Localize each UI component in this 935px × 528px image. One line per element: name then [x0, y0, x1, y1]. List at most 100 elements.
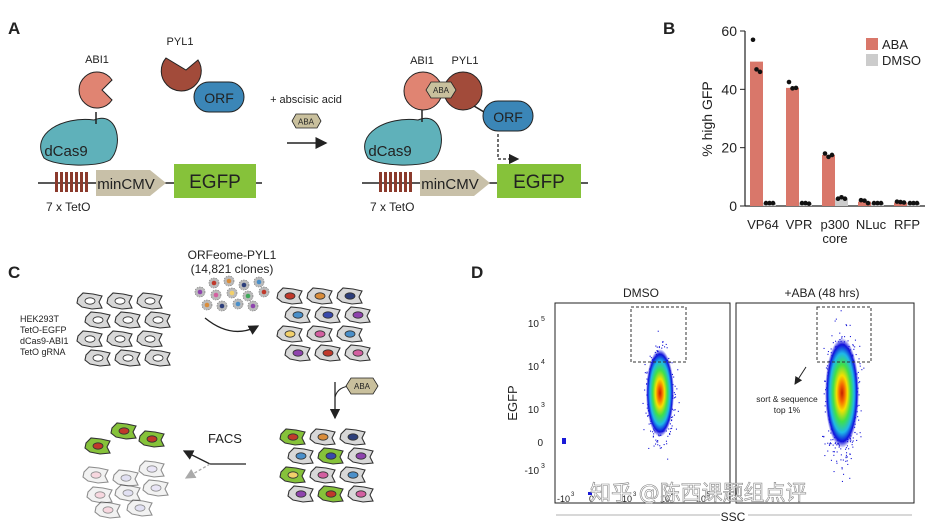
- flow-event: [841, 467, 843, 469]
- treatment-label: + abscisic acid: [270, 94, 342, 106]
- flow-event: [827, 450, 829, 452]
- flow-event: [669, 433, 671, 435]
- orf-label: ORF: [204, 90, 234, 106]
- flow-event: [834, 447, 836, 449]
- xtick-1e4: 10: [660, 494, 670, 504]
- cell-nucleus: [314, 330, 326, 338]
- construct-before: minCMV EGFP 7 x TetO dCas9 ABI1 PYL1 ORF: [38, 36, 262, 214]
- flow-event: [841, 468, 843, 470]
- panel-d-letter: D: [471, 263, 483, 282]
- bar-dmso: [835, 198, 848, 206]
- flow-event: [655, 443, 657, 445]
- flow-event: [839, 332, 841, 334]
- flow-event: [650, 430, 652, 432]
- cell-nucleus: [150, 484, 162, 492]
- cell: [306, 287, 333, 305]
- abi1-protein: [78, 71, 113, 109]
- legend-swatch: [866, 38, 878, 50]
- flow-event: [669, 423, 671, 425]
- cell: [144, 311, 171, 329]
- flow-event: [657, 441, 659, 443]
- cell: [336, 325, 363, 343]
- ytick-1e5-exp: 5: [541, 316, 545, 323]
- x-tick-label: core: [822, 231, 847, 246]
- dcas9-label-after: dCas9: [368, 143, 411, 160]
- cell-nucleus: [152, 354, 164, 362]
- flow-event: [677, 410, 679, 412]
- flow-event: [822, 435, 824, 437]
- flow-event: [832, 451, 834, 453]
- flow-event: [652, 431, 654, 433]
- cell-nucleus: [287, 471, 299, 479]
- flow-event: [845, 460, 847, 462]
- flow-event: [857, 371, 859, 373]
- flow-event: [854, 432, 856, 434]
- replicate-point: [750, 37, 756, 43]
- flow-event: [832, 439, 834, 441]
- flow-event: [860, 436, 862, 438]
- panel-d: D DMSO +ABA (48 hrs) sort & sequence top…: [471, 263, 915, 524]
- flow-event: [647, 415, 649, 417]
- x-tick-label: NLuc: [856, 217, 887, 232]
- flow-event: [833, 471, 835, 473]
- flow-event: [672, 416, 674, 418]
- xtick-neg1e3: -10: [557, 494, 570, 504]
- ssc-axis-label: SSC: [721, 510, 746, 524]
- flow-y-ticks: 10 5 10 4 10 3 0 -10 3: [525, 316, 545, 477]
- flow-event: [846, 325, 848, 327]
- flow-event: [650, 357, 652, 359]
- flow-event: [675, 428, 677, 430]
- flow-event: [644, 389, 646, 391]
- replicate-point: [829, 152, 835, 158]
- flow-event: [669, 433, 671, 435]
- cell-nucleus: [118, 427, 130, 435]
- teto-label-after: 7 x TetO: [370, 200, 414, 214]
- y-axis-label: % high GFP: [699, 81, 715, 156]
- flow-event: [846, 452, 848, 454]
- mincmv-label-after: minCMV: [421, 176, 479, 193]
- construct-after: minCMV EGFP 7 x TetO dCas9 ABA ABI1 PYL1…: [362, 55, 588, 214]
- replicate-point: [878, 200, 884, 206]
- xtick-1e3-exp: 3: [633, 492, 637, 498]
- flow-event: [642, 402, 644, 404]
- flow-event: [847, 340, 849, 342]
- flow-event: [852, 344, 854, 346]
- cell-nucleus: [322, 311, 334, 319]
- flow-event: [824, 411, 826, 413]
- density-dmso: [646, 349, 674, 437]
- egfp-label-after: EGFP: [513, 172, 565, 193]
- cell-nucleus: [134, 504, 146, 512]
- cell-nucleus: [295, 452, 307, 460]
- cell: [76, 292, 103, 310]
- replicate-point: [793, 85, 799, 91]
- flow-event: [852, 345, 854, 347]
- flow-event: [849, 324, 851, 326]
- annotation-line-2: top 1%: [774, 405, 801, 415]
- cell: [84, 311, 111, 329]
- cells-treated: [279, 428, 374, 503]
- bar-aba: [786, 87, 799, 206]
- flow-event: [849, 477, 851, 479]
- legend-label: ABA: [882, 37, 908, 52]
- cell: [138, 430, 165, 448]
- flow-event: [841, 336, 843, 338]
- flow-event: [666, 443, 668, 445]
- dcas9-protein: [40, 117, 118, 166]
- aba-label: ABA: [298, 118, 315, 127]
- flow-event: [849, 336, 851, 338]
- ytick-1e5: 10: [528, 319, 540, 330]
- abi1-label: ABI1: [85, 54, 109, 66]
- aba-title: +ABA (48 hrs): [784, 286, 859, 300]
- flow-event: [823, 435, 825, 437]
- flow-event: [646, 372, 648, 374]
- gate-dmso: [630, 306, 687, 363]
- cell: [317, 485, 344, 503]
- cell-nucleus: [94, 491, 106, 499]
- pyl1-protein: [160, 57, 202, 92]
- flow-event: [845, 324, 847, 326]
- flow-event: [671, 419, 673, 421]
- cell-nucleus: [92, 316, 104, 324]
- replicate-point: [865, 200, 871, 206]
- flow-event: [652, 436, 654, 438]
